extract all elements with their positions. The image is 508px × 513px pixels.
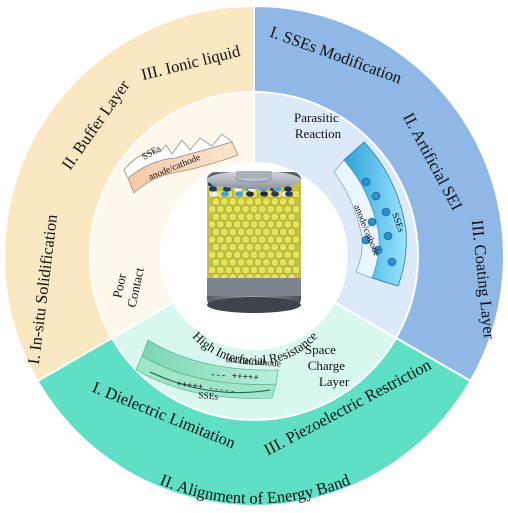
space-charge-inset-signs-top: --- +++++ bbox=[210, 370, 259, 383]
space-charge-layer-label: Space Charge Layer bbox=[305, 342, 350, 389]
space-charge-inset-bottom-label: SSEs bbox=[198, 391, 219, 403]
poor-contact-inset: SSEs anode/cathode bbox=[123, 133, 239, 194]
parasitic-reaction-label: Parasitic Reaction bbox=[294, 110, 342, 141]
space-charge-inset-top-label: anode/cathode bbox=[226, 355, 282, 370]
battery-cell-icon bbox=[207, 171, 301, 313]
